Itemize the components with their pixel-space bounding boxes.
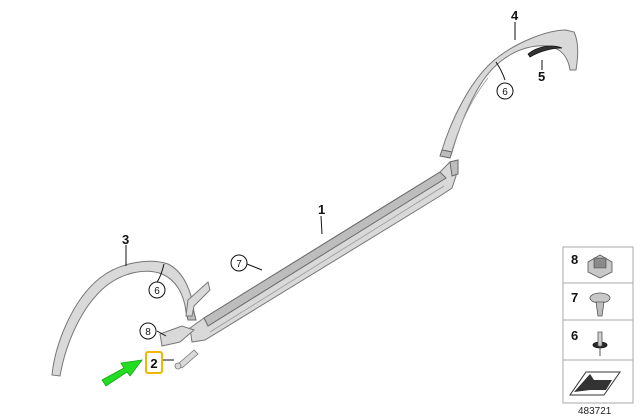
legend-item-clip-8: 8 xyxy=(571,252,613,279)
front-wheel-arch-trim xyxy=(51,260,197,377)
callout-6-rear: 6 xyxy=(496,82,514,100)
callout-6-front: 6 xyxy=(148,281,166,299)
legend-item-clip-7: 7 xyxy=(571,290,611,317)
skirt-end-cap xyxy=(159,325,195,347)
fastener-legend: 8 7 6 xyxy=(562,246,634,404)
callout-3: 3 xyxy=(122,232,129,247)
callout-4: 4 xyxy=(511,8,519,23)
leader-7 xyxy=(246,263,263,271)
svg-text:2: 2 xyxy=(150,356,157,371)
leader-1 xyxy=(320,215,323,235)
svg-text:6: 6 xyxy=(502,87,508,98)
leader-8 xyxy=(156,330,167,337)
legend-item-rivet-6: 6 xyxy=(571,328,608,356)
leader-6a xyxy=(156,263,165,283)
arch-bracket xyxy=(185,281,211,317)
callout-8: 8 xyxy=(139,322,157,340)
side-skirt-trim xyxy=(189,159,459,343)
leader-6b xyxy=(495,61,506,81)
callout-1: 1 xyxy=(318,202,325,217)
arch-trim-insert xyxy=(527,45,563,58)
svg-text:6: 6 xyxy=(154,286,160,297)
pointer-arrow xyxy=(101,359,143,387)
callout-5: 5 xyxy=(538,69,545,84)
svg-text:8: 8 xyxy=(145,327,151,338)
diagram-number: 483721 xyxy=(578,406,612,417)
callout-7: 7 xyxy=(230,254,248,272)
direction-arrow-icon xyxy=(569,371,621,396)
svg-text:8: 8 xyxy=(571,252,578,267)
fastener-part-2 xyxy=(174,349,199,370)
svg-text:7: 7 xyxy=(571,290,578,305)
callout-2-highlighted[interactable]: 2 xyxy=(145,351,163,374)
svg-text:6: 6 xyxy=(571,328,578,343)
svg-text:7: 7 xyxy=(236,259,242,270)
rear-wheel-arch-trim xyxy=(439,29,579,159)
